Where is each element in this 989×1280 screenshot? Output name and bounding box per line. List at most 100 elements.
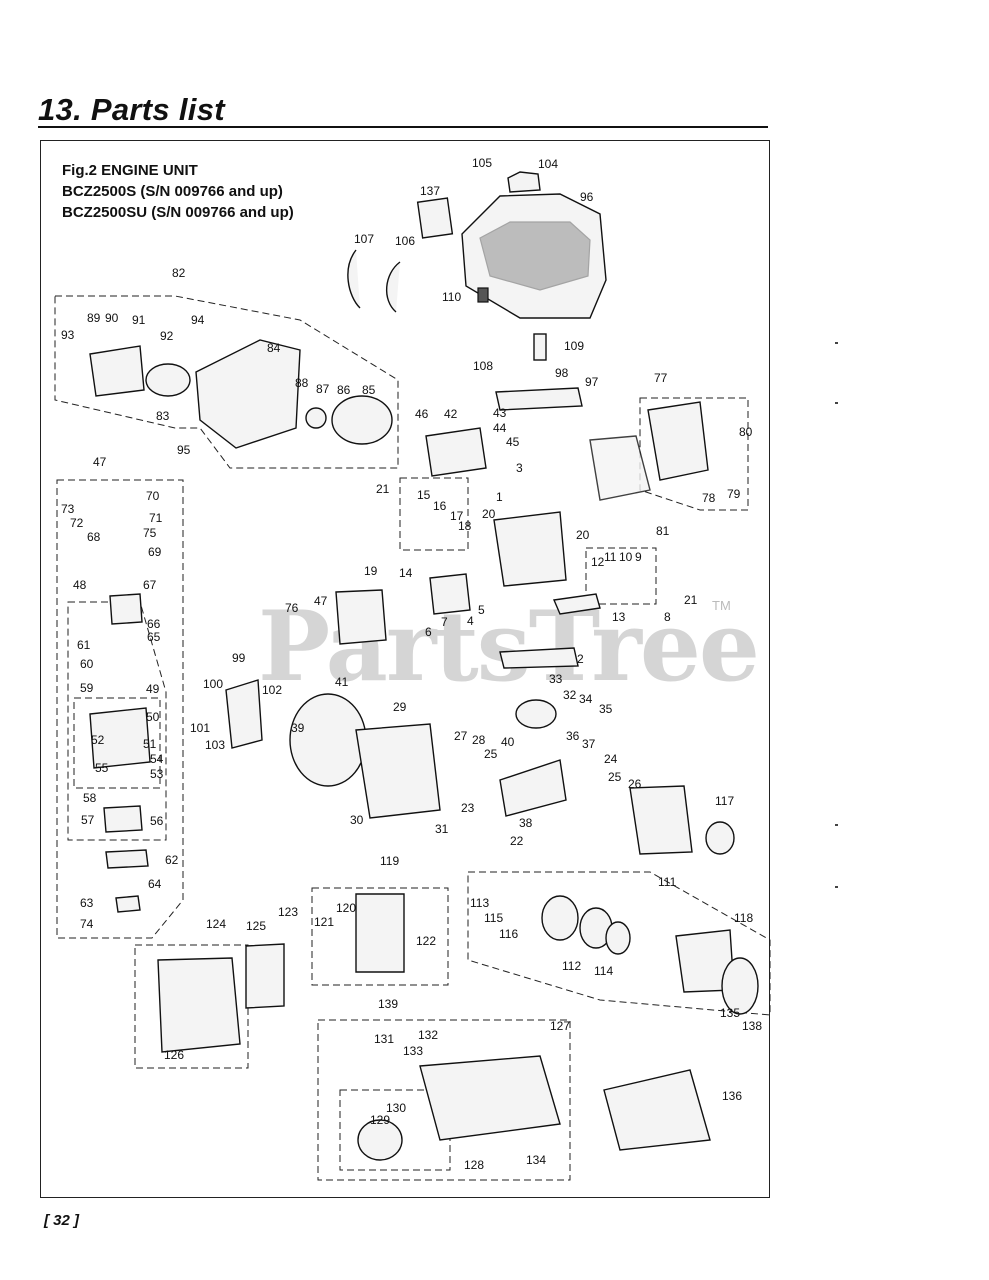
callout-100: 100	[203, 677, 223, 691]
callout-122: 122	[416, 934, 436, 948]
callout-70: 70	[146, 489, 160, 503]
engine-cover	[347, 171, 607, 361]
callout-34: 34	[579, 692, 593, 706]
callout-29: 29	[393, 700, 407, 714]
callout-43: 43	[493, 406, 507, 420]
callout-81: 81	[656, 524, 670, 538]
callout-71: 71	[149, 511, 163, 525]
callout-121: 121	[314, 915, 334, 929]
muffler	[495, 387, 709, 501]
callout-132: 132	[418, 1028, 438, 1042]
callout-41: 41	[335, 675, 349, 689]
callout-107: 107	[354, 232, 374, 246]
callout-38: 38	[519, 816, 533, 830]
callout-6: 6	[425, 625, 432, 639]
callout-137: 137	[420, 184, 440, 198]
intake-assembly	[89, 339, 393, 449]
callout-77: 77	[654, 371, 668, 385]
callout-67: 67	[143, 578, 157, 592]
callout-3: 3	[516, 461, 523, 475]
callout-62: 62	[165, 853, 179, 867]
callout-49: 49	[146, 682, 160, 696]
callout-55: 55	[95, 761, 109, 775]
callout-42: 42	[444, 407, 458, 421]
callout-126: 126	[164, 1048, 184, 1062]
callout-131: 131	[374, 1032, 394, 1046]
callout-97: 97	[585, 375, 599, 389]
callout-80: 80	[739, 425, 753, 439]
page-title: 13. Parts list	[38, 92, 225, 127]
callout-92: 92	[160, 329, 174, 343]
callout-91: 91	[132, 313, 146, 327]
callout-105: 105	[472, 156, 492, 170]
callout-96: 96	[580, 190, 594, 204]
callout-15: 15	[417, 488, 431, 502]
callout-21: 21	[684, 593, 698, 607]
callout-110: 110	[442, 290, 461, 304]
callout-114: 114	[594, 964, 613, 978]
callout-78: 78	[702, 491, 716, 505]
callout-9: 9	[635, 550, 642, 564]
callout-7: 7	[441, 615, 448, 629]
callout-103: 103	[205, 738, 225, 752]
callout-14: 14	[399, 566, 413, 580]
callout-18: 18	[458, 519, 472, 533]
callout-5: 5	[478, 603, 485, 617]
callout-53: 53	[150, 767, 164, 781]
callout-28: 28	[472, 733, 486, 747]
callout-68: 68	[87, 530, 101, 544]
callout-30: 30	[350, 813, 364, 827]
callout-108: 108	[473, 359, 493, 373]
air-cleaner-fuel-tank	[157, 943, 711, 1161]
callout-24: 24	[604, 752, 618, 766]
callout-75: 75	[143, 526, 157, 540]
callout-51: 51	[143, 737, 157, 751]
callout-19: 19	[364, 564, 378, 578]
callout-36: 36	[566, 729, 580, 743]
callout-120: 120	[336, 901, 356, 915]
callout-4: 4	[467, 614, 474, 628]
callout-52: 52	[91, 733, 105, 747]
callout-72: 72	[70, 516, 84, 530]
callout-117: 117	[715, 794, 734, 808]
callout-128: 128	[464, 1158, 484, 1172]
callout-94: 94	[191, 313, 205, 327]
margin-mark	[835, 342, 838, 344]
callout-11: 11	[604, 550, 617, 564]
callout-69: 69	[148, 545, 162, 559]
model-line-1: BCZ2500S (S/N 009766 and up)	[62, 183, 283, 200]
callout-46: 46	[415, 407, 429, 421]
callout-16: 16	[433, 499, 447, 513]
callout-40: 40	[501, 735, 515, 749]
callout-118: 118	[734, 911, 753, 925]
callout-135: 135	[720, 1006, 740, 1020]
cylinder-carburetor	[335, 427, 601, 669]
callout-8: 8	[664, 610, 671, 624]
callout-89: 89	[87, 311, 101, 325]
callout-20: 20	[576, 528, 590, 542]
callout-90: 90	[105, 311, 119, 325]
callout-13: 13	[612, 610, 626, 624]
callout-50: 50	[146, 710, 160, 724]
callout-2: 2	[577, 652, 584, 666]
callout-113: 113	[470, 896, 489, 910]
callout-139: 139	[378, 997, 398, 1011]
callout-95: 95	[177, 443, 191, 457]
callout-119: 119	[380, 854, 399, 868]
callout-37: 37	[582, 737, 596, 751]
callout-23: 23	[461, 801, 475, 815]
callout-116: 116	[499, 927, 518, 941]
callout-127: 127	[550, 1019, 570, 1033]
figure-heading: Fig.2 ENGINE UNIT	[62, 162, 198, 179]
callout-109: 109	[564, 339, 584, 353]
model-line-2: BCZ2500SU (S/N 009766 and up)	[62, 204, 294, 221]
diagram-frame	[40, 140, 770, 1198]
callout-86: 86	[337, 383, 351, 397]
callout-123: 123	[278, 905, 298, 919]
watermark-tm: TM	[712, 598, 731, 613]
callout-130: 130	[386, 1101, 406, 1115]
callout-136: 136	[722, 1089, 742, 1103]
callout-22: 22	[510, 834, 524, 848]
callout-25: 25	[484, 747, 498, 761]
